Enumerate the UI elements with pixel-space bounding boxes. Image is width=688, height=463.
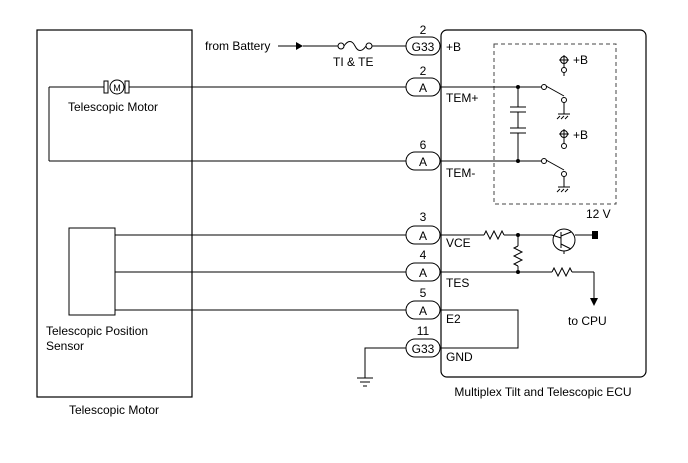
position-sensor-box bbox=[68, 227, 116, 316]
ecu-box bbox=[440, 29, 647, 378]
terminal-label: E2 bbox=[446, 312, 461, 326]
connector-id: A bbox=[419, 155, 427, 169]
connector-id: A bbox=[419, 229, 427, 243]
relay-switch-1-icon bbox=[541, 55, 570, 120]
pin-number: 2 bbox=[420, 23, 427, 37]
sensor-label-line1: Telescopic Position bbox=[46, 324, 148, 338]
connector-id: A bbox=[419, 304, 427, 318]
right-box-label: Multiplex Tilt and Telescopic ECU bbox=[454, 385, 631, 399]
terminal-label: TES bbox=[446, 276, 469, 290]
relay-region bbox=[493, 43, 617, 205]
resistor-vce-icon bbox=[483, 229, 505, 241]
relay1-power-label: +B bbox=[573, 53, 588, 67]
left-box-label: Telescopic Motor bbox=[69, 403, 159, 417]
voltage-terminal bbox=[592, 231, 598, 239]
connector-a-pin6: 6 A TEM- bbox=[405, 138, 475, 180]
pin-number: 4 bbox=[420, 248, 427, 262]
resistor-tes-icon bbox=[551, 266, 573, 278]
battery-label: from Battery bbox=[205, 39, 270, 53]
connector-a-pin5: 5 A E2 bbox=[405, 286, 461, 326]
motor-symbol: M bbox=[113, 83, 121, 93]
motor-icon: M bbox=[103, 79, 130, 95]
pin-number: 2 bbox=[420, 64, 427, 78]
relay2-power-label: +B bbox=[573, 128, 588, 142]
motor-label: Telescopic Motor bbox=[68, 100, 158, 114]
connector-a-pin4: 4 A TES bbox=[405, 248, 469, 290]
arrow-down-icon bbox=[590, 298, 598, 306]
connector-g33-pin11: 11 G33 GND bbox=[405, 324, 473, 364]
resistor-divider-icon bbox=[512, 245, 524, 267]
terminal-label: VCE bbox=[446, 236, 471, 250]
terminal-label: TEM+ bbox=[446, 91, 478, 105]
connector-id: A bbox=[419, 266, 427, 280]
terminal-label: TEM- bbox=[446, 166, 475, 180]
voltage-label: 12 V bbox=[586, 207, 611, 221]
connector-id: A bbox=[419, 81, 427, 95]
arrow-right-icon bbox=[296, 42, 303, 50]
terminal-label: GND bbox=[446, 350, 473, 364]
connector-a-pin3: 3 A VCE bbox=[405, 210, 471, 250]
pin-number: 11 bbox=[417, 324, 430, 338]
connector-id: G33 bbox=[412, 342, 435, 356]
relay-switch-2-icon bbox=[541, 129, 570, 193]
terminal-label: +B bbox=[446, 40, 461, 54]
connector-a-pin2: 2 A TEM+ bbox=[405, 64, 478, 105]
ground-icon bbox=[357, 377, 373, 387]
capacitor-icon bbox=[510, 85, 526, 163]
pin-number: 6 bbox=[420, 138, 427, 152]
telescopic-motor-box bbox=[36, 29, 193, 398]
sensor-label-line2: Sensor bbox=[46, 339, 84, 353]
cpu-label: to CPU bbox=[568, 314, 607, 328]
connector-id: G33 bbox=[412, 40, 435, 54]
fuse-icon bbox=[337, 41, 373, 51]
fuse-label: TI & TE bbox=[333, 55, 373, 69]
pin-number: 3 bbox=[420, 210, 427, 224]
transistor-icon bbox=[551, 228, 594, 254]
connector-g33-pin2: 2 G33 +B bbox=[405, 23, 461, 56]
pin-number: 5 bbox=[420, 286, 427, 300]
